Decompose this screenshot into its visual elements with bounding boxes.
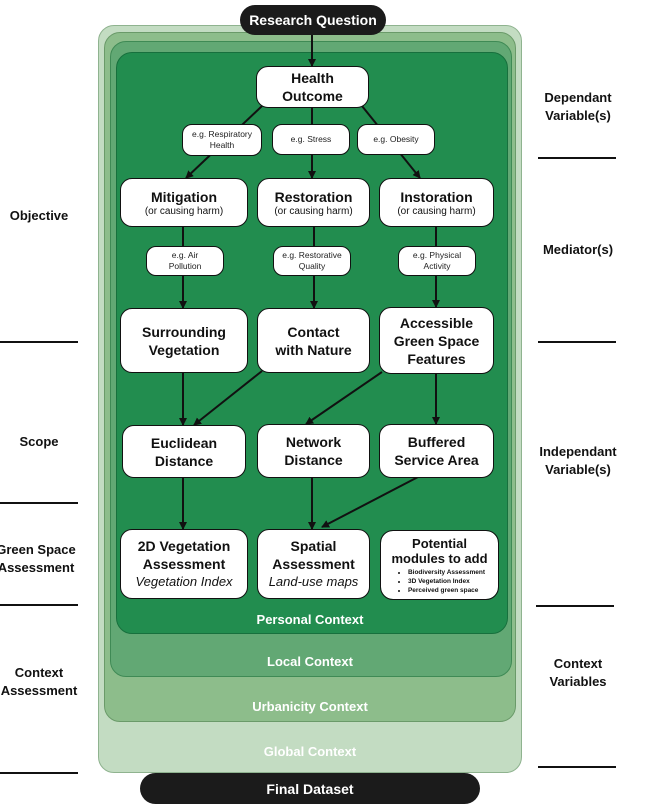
network-distance-node: Network Distance	[257, 424, 370, 478]
research-question-pill: Research Question	[240, 5, 386, 35]
buffered-service-area-node: Buffered Service Area	[379, 424, 494, 478]
left-divider	[0, 502, 78, 504]
left-label-objective: Objective	[9, 208, 69, 223]
right-label-context-variables: Context Variables	[549, 656, 607, 689]
euclidean-distance-node: Euclidean Distance	[122, 425, 246, 478]
spatial-assessment-title: Spatial Assessment	[272, 538, 355, 572]
left-divider	[0, 341, 78, 343]
arrow-contact-to-euclidean	[193, 370, 263, 426]
potential-modules-title: Potential modules to add	[391, 535, 488, 566]
instoration-node: Instoration (or causing harm)	[379, 178, 494, 227]
left-divider	[0, 604, 78, 606]
right-divider	[538, 341, 616, 343]
health-outcome-node: Health Outcome	[256, 66, 369, 108]
example-obesity: e.g. Obesity	[357, 124, 435, 155]
surrounding-vegetation-title: Surrounding Vegetation	[142, 323, 226, 358]
right-label-independant-variables: Independant Variable(s)	[539, 444, 617, 477]
urbanicity-context-label: Urbanicity Context	[252, 699, 368, 714]
example-stress: e.g. Stress	[272, 124, 350, 155]
mitigation-subtitle: (or causing harm)	[144, 205, 224, 217]
right-divider	[536, 605, 614, 607]
accessible-features-title: Accessible Green Space Features	[393, 314, 480, 367]
right-label-dependant-variables: Dependant Variable(s)	[544, 90, 612, 123]
network-distance-title: Network Distance	[284, 434, 343, 468]
vegetation-assessment-subtitle: Vegetation Index	[135, 574, 233, 589]
spatial-assessment-subtitle: Land-use maps	[268, 574, 359, 589]
spatial-assessment-node: Spatial Assessment Land-use maps	[257, 529, 370, 599]
mitigation-title: Mitigation	[150, 188, 218, 205]
health-outcome-title: Health Outcome	[282, 70, 343, 104]
instoration-title: Instoration	[400, 188, 473, 205]
right-divider	[538, 157, 616, 159]
left-divider	[0, 772, 78, 774]
potential-modules-node: Potential modules to add Biodiversity As…	[380, 530, 499, 600]
instoration-subtitle: (or causing harm)	[397, 205, 476, 217]
restoration-node: Restoration (or causing harm)	[257, 178, 370, 227]
module-item: 3D Vegetation Index	[408, 577, 485, 586]
example-air-pollution: e.g. Air Pollution	[146, 246, 224, 276]
left-label-context-assessment: Context Assessment	[0, 665, 78, 698]
potential-modules-list: Biodiversity Assessment 3D Vegetation In…	[394, 568, 485, 595]
vegetation-assessment-title: 2D Vegetation Assessment	[137, 538, 231, 572]
example-physical-activity: e.g. Physical Activity	[398, 246, 476, 276]
buffered-service-area-title: Buffered Service Area	[394, 434, 479, 468]
right-label-mediators: Mediator(s)	[542, 242, 614, 257]
final-dataset-pill: Final Dataset	[140, 773, 480, 804]
contact-with-nature-node: Contact with Nature	[257, 308, 370, 373]
personal-context-label: Personal Context	[256, 612, 364, 627]
example-respiratory-health: e.g. Respiratory Health	[182, 124, 262, 156]
right-divider	[538, 766, 616, 768]
module-item: Biodiversity Assessment	[408, 568, 485, 577]
restoration-title: Restoration	[274, 188, 353, 205]
local-context-label: Local Context	[267, 654, 353, 669]
accessible-features-node: Accessible Green Space Features	[379, 307, 494, 374]
mitigation-node: Mitigation (or causing harm)	[120, 178, 248, 227]
euclidean-distance-title: Euclidean Distance	[150, 434, 218, 469]
arrow-buffered-to-spatial	[321, 476, 419, 528]
vegetation-assessment-node: 2D Vegetation Assessment Vegetation Inde…	[120, 529, 248, 599]
example-restorative-quality: e.g. Restorative Quality	[273, 246, 351, 276]
module-item: Perceived green space	[408, 586, 485, 595]
restoration-subtitle: (or causing harm)	[274, 205, 353, 217]
arrow-features-to-network	[305, 371, 383, 425]
global-context-label: Global Context	[263, 744, 357, 759]
left-label-scope: Scope	[19, 434, 59, 449]
left-label-green-space-assessment: Green Space Assessment	[0, 542, 76, 575]
contact-with-nature-title: Contact with Nature	[275, 323, 352, 358]
surrounding-vegetation-node: Surrounding Vegetation	[120, 308, 248, 373]
